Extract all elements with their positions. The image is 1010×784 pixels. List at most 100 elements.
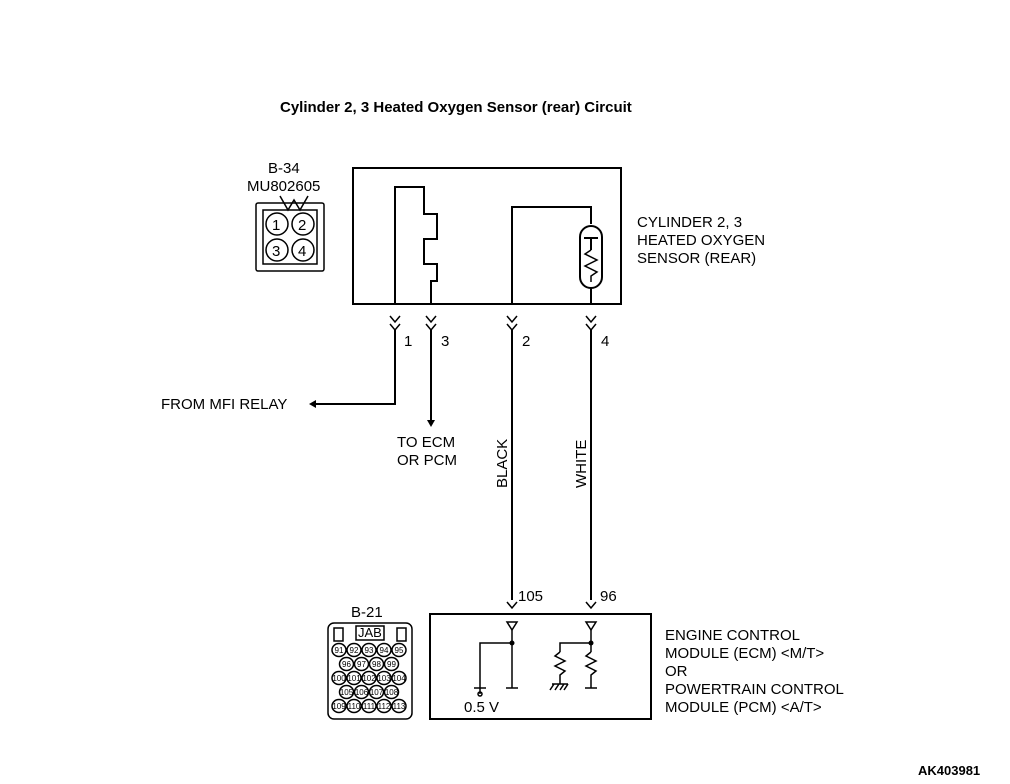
ecm-pin-105: 105 xyxy=(518,588,543,605)
ecm-label-line3: OR xyxy=(665,663,688,680)
connector-bottom-pin-outline xyxy=(338,656,355,672)
ecm-label-line2: MODULE (ECM) <M/T> xyxy=(665,645,824,662)
connector-bottom-pin-91: 91 xyxy=(335,646,344,655)
connector-bottom-pin-outline xyxy=(383,684,400,700)
sensor-label-line3: SENSOR (REAR) xyxy=(637,250,756,267)
connector-bottom-pin-outline xyxy=(331,642,347,658)
pin-label-4: 4 xyxy=(601,333,609,350)
connector-top-symbol: 1 2 3 4 xyxy=(255,195,325,272)
connector-bottom-pin-outline xyxy=(376,698,392,714)
connector-bottom-pin-104: 104 xyxy=(392,674,406,683)
connector-bottom-pin-outline xyxy=(368,656,385,672)
ground-icon xyxy=(549,683,569,691)
connector-bottom-pin-93: 93 xyxy=(365,646,374,655)
connector-bottom-pin-94: 94 xyxy=(380,646,389,655)
connector-top-pin-1: 1 xyxy=(272,217,280,234)
connector-bottom-pin-113: 113 xyxy=(393,702,406,711)
connector-bottom-pin-112: 112 xyxy=(378,702,391,711)
figure-code: AK403981 xyxy=(918,763,980,778)
ecm-pin-96: 96 xyxy=(600,588,617,605)
connector-bottom-pin-outline xyxy=(346,670,362,686)
connector-bottom-pin-outline xyxy=(331,670,347,686)
connector-bottom-pin-110: 110 xyxy=(348,702,361,711)
sensor-housing xyxy=(352,167,622,305)
connector-bottom-pin-outline xyxy=(346,698,362,714)
connector-bottom-pin-98: 98 xyxy=(372,660,381,669)
wire-pin1-relay xyxy=(316,330,396,405)
connector-bottom-pin-107: 107 xyxy=(370,688,384,697)
pin-chevrons-ecm xyxy=(506,601,597,610)
connector-bottom-pin-outline xyxy=(376,642,392,658)
ecm-label-line4: POWERTRAIN CONTROL xyxy=(665,681,844,698)
to-ecm-arrow-icon xyxy=(427,420,435,427)
connector-top-part: MU802605 xyxy=(247,178,320,195)
connector-top-pin-3: 3 xyxy=(272,243,280,260)
connector-bottom-pin-111: 111 xyxy=(363,702,376,711)
connector-top-pin-4: 4 xyxy=(298,243,306,260)
connector-bottom-pin-103: 103 xyxy=(377,674,391,683)
diagram-title: Cylinder 2, 3 Heated Oxygen Sensor (rear… xyxy=(280,99,632,116)
connector-bottom-pin-outline xyxy=(346,642,362,658)
ecm-label-line1: ENGINE CONTROL xyxy=(665,627,800,644)
connector-top-pin-2: 2 xyxy=(298,217,306,234)
connector-bottom-pin-outline xyxy=(368,684,385,700)
sensing-wire xyxy=(511,206,592,304)
connector-bottom-pin-102: 102 xyxy=(362,674,376,683)
connector-bottom-pin-96: 96 xyxy=(342,660,351,669)
connector-bottom-pin-outline xyxy=(376,670,392,686)
ecm-input-105-icon xyxy=(505,621,519,632)
ecm-input-96-icon xyxy=(584,621,598,632)
ecm-pulldown-line xyxy=(559,642,591,652)
connector-bottom-pin-99: 99 xyxy=(387,660,396,669)
connector-bottom-pin-outline xyxy=(383,656,400,672)
connector-bottom-pin-outline xyxy=(361,698,377,714)
to-ecm-line2: OR PCM xyxy=(397,452,457,469)
connector-bottom-pin-outline xyxy=(353,656,370,672)
pulldown-resistor-icon xyxy=(553,651,567,684)
connector-bottom-pin-100: 100 xyxy=(332,674,346,683)
connector-bottom-tag: JAB xyxy=(358,625,382,640)
connector-bottom-pin-108: 108 xyxy=(385,688,399,697)
connector-bottom-pin-outline xyxy=(361,670,377,686)
connector-bottom-pin-106: 106 xyxy=(355,688,369,697)
connector-bottom-pin-outline xyxy=(338,684,355,700)
pin-label-2: 2 xyxy=(522,333,530,350)
connector-bottom-pin-outline xyxy=(331,698,347,714)
relay-label: FROM MFI RELAY xyxy=(161,396,287,413)
connector-bottom-pin-outline xyxy=(361,642,377,658)
reference-voltage: 0.5 V xyxy=(464,699,499,716)
wire-label-white: WHITE xyxy=(573,440,590,488)
to-ecm-line1: TO ECM xyxy=(397,434,455,451)
ecm-label-line5: MODULE (PCM) <A/T> xyxy=(665,699,822,716)
input-resistor-icon xyxy=(584,651,598,688)
pin-chevrons-top xyxy=(389,315,597,332)
connector-bottom-pin-101: 101 xyxy=(347,674,361,683)
heater-element xyxy=(394,186,438,304)
ecm-housing xyxy=(429,613,652,720)
connector-bottom-pin-outline xyxy=(391,670,407,686)
connector-bottom-pin-109: 109 xyxy=(332,702,346,711)
connector-bottom-pin-92: 92 xyxy=(350,646,359,655)
connector-bottom-pin-outline xyxy=(353,684,370,700)
pin-label-1: 1 xyxy=(404,333,412,350)
reference-node-icon xyxy=(477,691,483,697)
oxygen-sensing-element-icon xyxy=(579,225,603,304)
connector-bottom-id: B-21 xyxy=(351,604,383,621)
ecm-reference-line xyxy=(479,642,512,688)
connector-bottom-pin-outline xyxy=(391,642,407,658)
sensor-label-line1: CYLINDER 2, 3 xyxy=(637,214,742,231)
reference-terminal-icon xyxy=(474,687,486,694)
connector-bottom-pin-97: 97 xyxy=(357,660,366,669)
connector-bottom-pin-105: 105 xyxy=(340,688,354,697)
pin-label-3: 3 xyxy=(441,333,449,350)
connector-bottom-pin-outline xyxy=(391,698,407,714)
sensor-label-line2: HEATED OXYGEN xyxy=(637,232,765,249)
connector-bottom-pin-95: 95 xyxy=(395,646,404,655)
connector-top-id: B-34 xyxy=(268,160,300,177)
relay-arrow-icon xyxy=(309,400,316,408)
wire-label-black: BLACK xyxy=(494,439,511,488)
